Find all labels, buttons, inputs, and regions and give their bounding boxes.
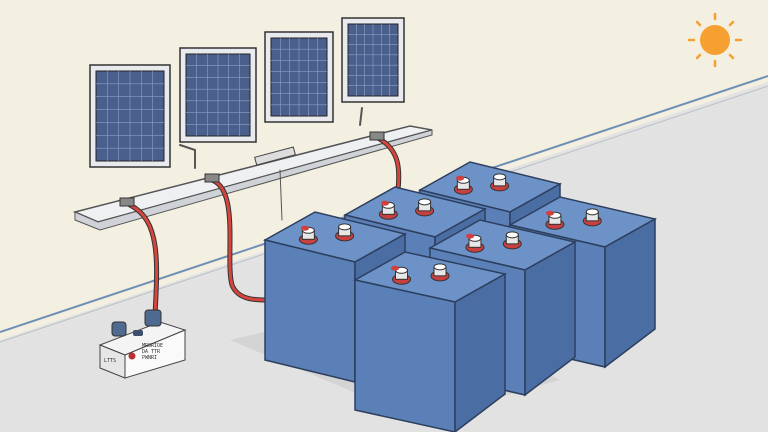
sun-icon — [687, 12, 743, 68]
cables — [127, 107, 402, 318]
battery — [352, 251, 508, 432]
negative-terminal — [430, 263, 450, 282]
solar-panel — [264, 31, 334, 123]
positive-terminal — [453, 176, 473, 195]
solar-panel — [341, 17, 405, 103]
negative-terminal — [490, 173, 510, 192]
negative-terminal — [582, 208, 602, 227]
positive-terminal — [298, 226, 318, 245]
controller-side-label: LTTS — [104, 358, 116, 364]
charge-controller-box: MRGRIOE DA TTR PWNRI LTTS — [98, 309, 187, 379]
controller-label-1: MRGRIOE — [142, 343, 163, 349]
positive-terminal — [378, 201, 398, 220]
mount-bracket — [119, 131, 385, 207]
positive-terminal — [465, 234, 485, 253]
negative-terminal — [502, 231, 522, 250]
solar-panel — [179, 47, 257, 143]
controller-label-2: DA TTR — [142, 349, 161, 355]
solar-panel — [89, 64, 171, 168]
controller-label-3: PWNRI — [142, 355, 157, 361]
negative-terminal — [415, 198, 435, 217]
negative-terminal — [335, 223, 355, 242]
